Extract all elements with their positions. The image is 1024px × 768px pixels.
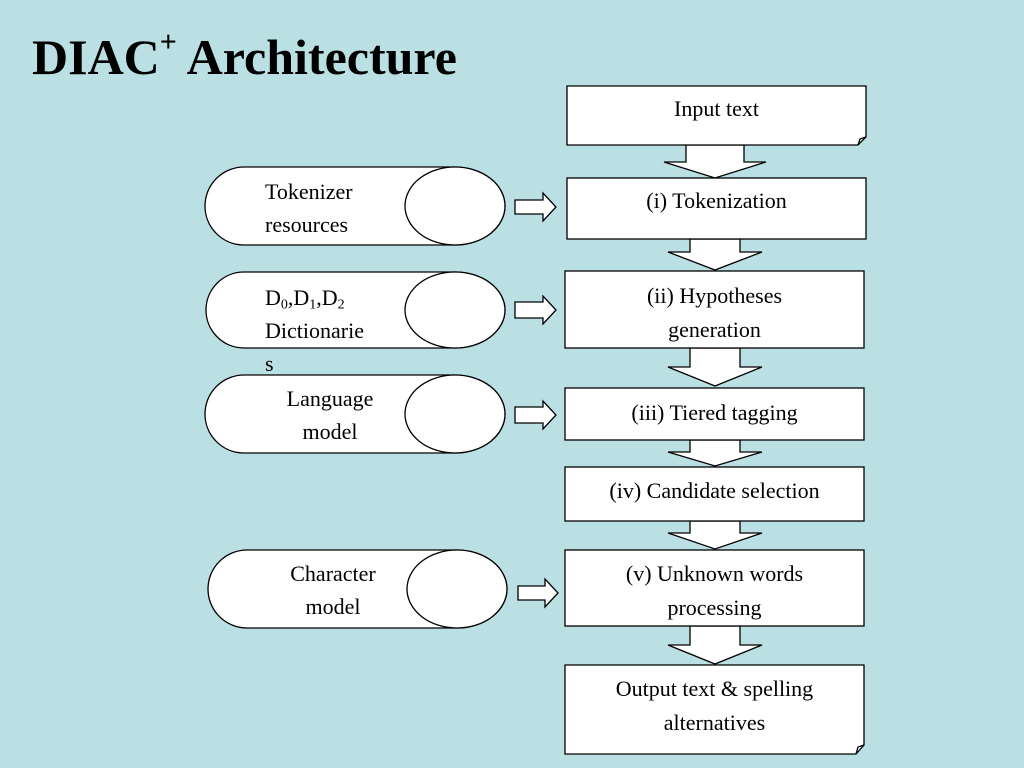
dictionaries-line3: s (265, 351, 274, 376)
title-superscript: + (159, 25, 177, 59)
right-arrow-tokenizer (514, 191, 557, 223)
hypotheses-box (564, 270, 865, 349)
input-text-document (566, 85, 867, 146)
tokenizer-resources-line2: resources (265, 212, 349, 237)
dictionaries-label: D0,D1,D2 Dictionarie s (265, 281, 364, 380)
down-arrow-selection-unknown (667, 520, 763, 550)
language-model-line2: model (302, 419, 358, 444)
dict-d0-letter: D (265, 285, 281, 310)
input-text-fold (857, 136, 867, 146)
input-text-label-text: Input text (674, 96, 759, 121)
dict-separator-1: , (287, 285, 294, 310)
tokenizer-resources-cylinder (204, 166, 506, 246)
dict-d2-subscript: 2 (337, 297, 345, 313)
dictionaries-line2: Dictionarie (265, 318, 364, 343)
output-text-label: Output text & spelling alternatives (565, 672, 864, 740)
tokenization-label: (i) Tokenization (567, 178, 866, 224)
output-text-label-line2: alternatives (663, 710, 766, 735)
dict-d1-subscript: 1 (309, 297, 317, 313)
language-model-line1: Language (286, 386, 374, 411)
right-arrow-character-model (517, 577, 559, 609)
output-text-document (564, 664, 865, 755)
down-arrow-tagging-selection (667, 439, 763, 467)
output-text-fold (855, 744, 865, 755)
unknown-words-box (564, 549, 865, 627)
tokenizer-resources-label: Tokenizer resources (265, 175, 353, 241)
down-arrow-input-tokenization (663, 144, 767, 179)
slide-title: DIAC+ Architecture (32, 27, 457, 85)
candidate-selection-label: (iv) Candidate selection (565, 474, 864, 508)
character-model-label: Character model (273, 557, 393, 623)
down-arrow-unknown-output (667, 625, 763, 665)
input-text-label: Input text (567, 92, 866, 126)
dictionaries-line1: D0,D1,D2 (265, 281, 364, 314)
language-model-cylinder (204, 374, 506, 454)
right-arrow-language-model (514, 399, 557, 431)
output-text-label-line1: Output text & spelling (615, 676, 814, 701)
title-rest: Architecture (176, 29, 457, 85)
hypotheses-label: (ii) Hypotheses generation (565, 279, 864, 347)
dict-d0-subscript: 0 (280, 297, 288, 313)
tokenization-box (566, 177, 867, 240)
character-model-line1: Character (290, 561, 376, 586)
dict-d2-letter: D (321, 285, 338, 310)
hypotheses-label-line1: (ii) Hypotheses (646, 283, 783, 308)
tokenizer-resources-line1: Tokenizer (265, 179, 353, 204)
dict-d1-letter: D (293, 285, 310, 310)
tokenization-label-text: (i) Tokenization (646, 188, 787, 213)
candidate-selection-box (564, 466, 865, 522)
tiered-tagging-label-text: (iii) Tiered tagging (631, 400, 798, 425)
candidate-selection-label-text: (iv) Candidate selection (609, 478, 820, 503)
dict-separator-2: , (316, 285, 322, 310)
down-arrow-tokenization-hypotheses (667, 238, 763, 271)
hypotheses-label-line2: generation (668, 317, 761, 342)
language-model-label: Language model (270, 382, 390, 448)
tiered-tagging-label: (iii) Tiered tagging (565, 396, 864, 430)
unknown-words-label: (v) Unknown words processing (565, 557, 864, 625)
character-model-cylinder (207, 549, 508, 629)
down-arrow-hypotheses-tagging (667, 347, 763, 387)
unknown-words-label-line1: (v) Unknown words (625, 561, 804, 586)
title-main: DIAC (32, 29, 160, 85)
character-model-line2: model (305, 594, 361, 619)
dictionaries-cylinder (205, 271, 506, 349)
unknown-words-label-line2: processing (667, 595, 762, 620)
tiered-tagging-box (564, 387, 865, 441)
right-arrow-dictionaries (514, 294, 557, 326)
